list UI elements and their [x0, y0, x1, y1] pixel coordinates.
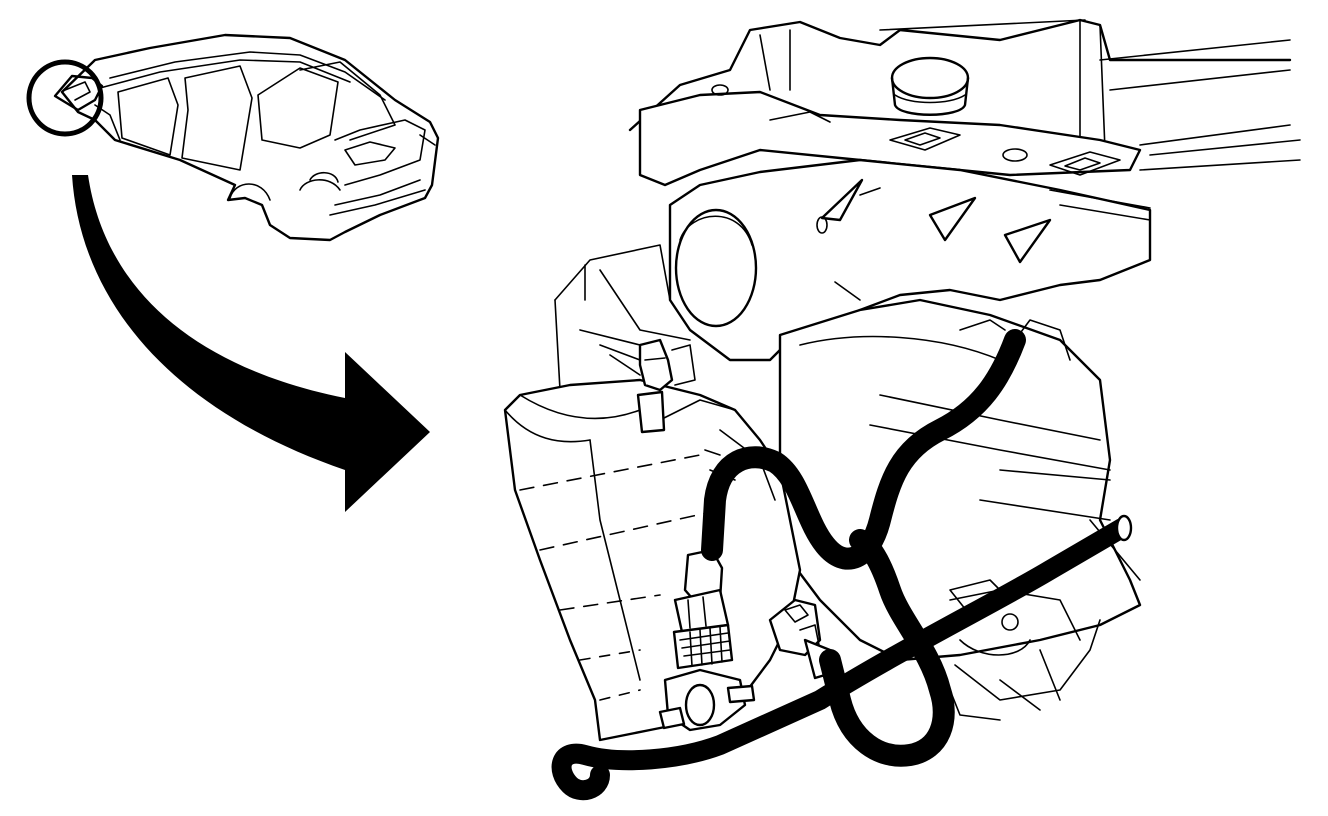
mounting-clip	[579, 329, 696, 434]
wiring-harness	[701, 319, 1071, 767]
filler-neck-cap	[890, 56, 970, 116]
callout-arrow	[72, 175, 430, 512]
detail-view	[503, 18, 1301, 801]
locator-circle	[26, 59, 104, 137]
washer-hose	[551, 514, 1133, 801]
washer-fluid-reservoir	[503, 378, 802, 742]
washer-pump	[658, 548, 756, 732]
vehicle-body-inset	[53, 33, 440, 242]
